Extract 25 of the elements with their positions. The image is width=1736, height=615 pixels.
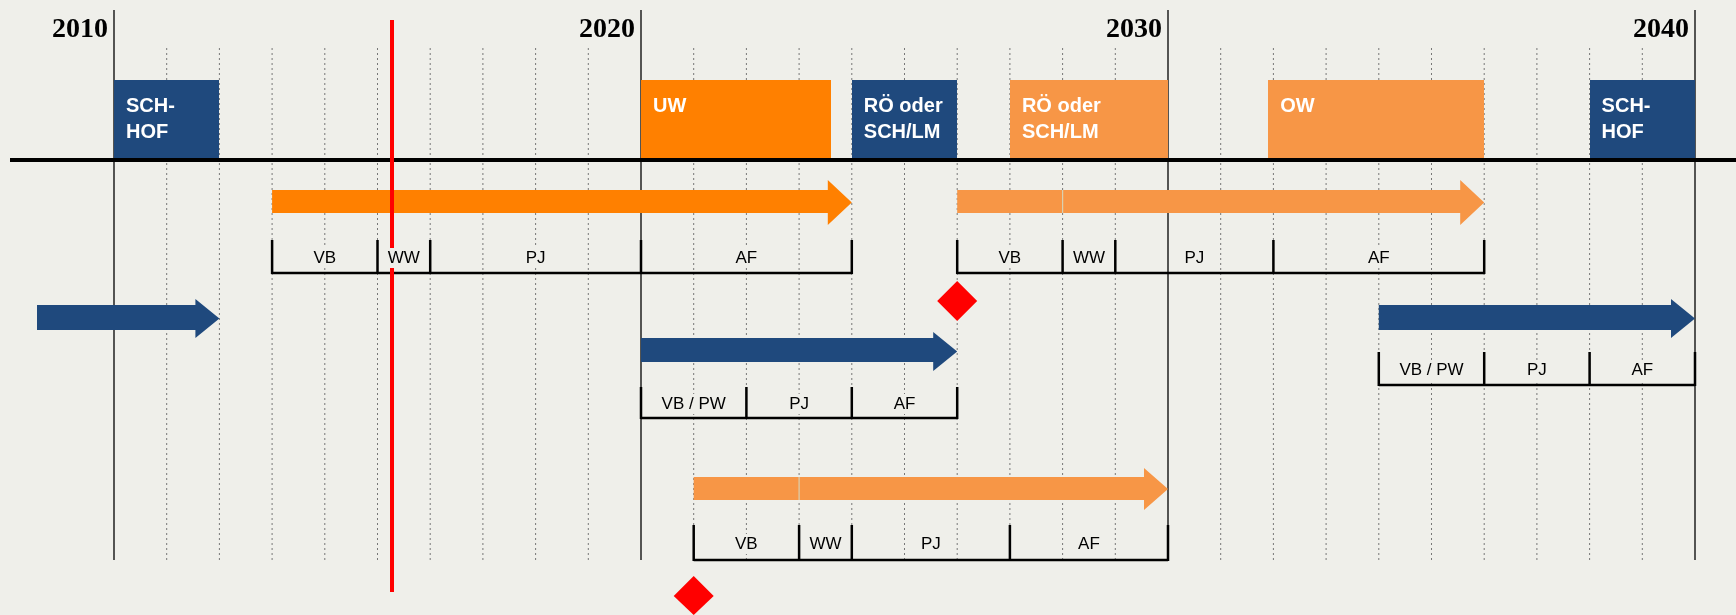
- phase-box: [1009, 80, 1168, 158]
- phase-step-label: VB: [996, 247, 1024, 268]
- phase-name: SCH- HOF: [1601, 93, 1652, 144]
- phase-step-label: WW: [385, 247, 422, 268]
- phase-name: UW: [653, 93, 688, 118]
- phase-step-label: VB / PW: [659, 393, 728, 414]
- phase-box: [1589, 80, 1695, 158]
- phase-step-label: AF: [891, 393, 918, 414]
- phase-name: OW: [1280, 93, 1316, 118]
- phase-box: [641, 80, 831, 158]
- phase-step-label: VB: [733, 533, 760, 554]
- phase-step-label: VB: [311, 247, 339, 268]
- phase-box: [114, 80, 220, 158]
- year-label: 2040: [1633, 12, 1689, 44]
- phase-step-label: AF: [1365, 247, 1392, 268]
- phase-step-label: AF: [733, 247, 760, 268]
- phase-box: [1268, 80, 1485, 158]
- phase-name: RÖ oder SCH/LM: [1021, 93, 1102, 144]
- year-label: 2020: [579, 12, 635, 44]
- phase-name: RÖ oder SCH/LM: [863, 93, 944, 144]
- phase-name: SCH- HOF: [126, 93, 176, 144]
- phase-box: [851, 80, 958, 158]
- year-label: 2010: [52, 12, 108, 44]
- year-label: 2030: [1106, 12, 1162, 44]
- phase-step-label: PJ: [787, 393, 811, 414]
